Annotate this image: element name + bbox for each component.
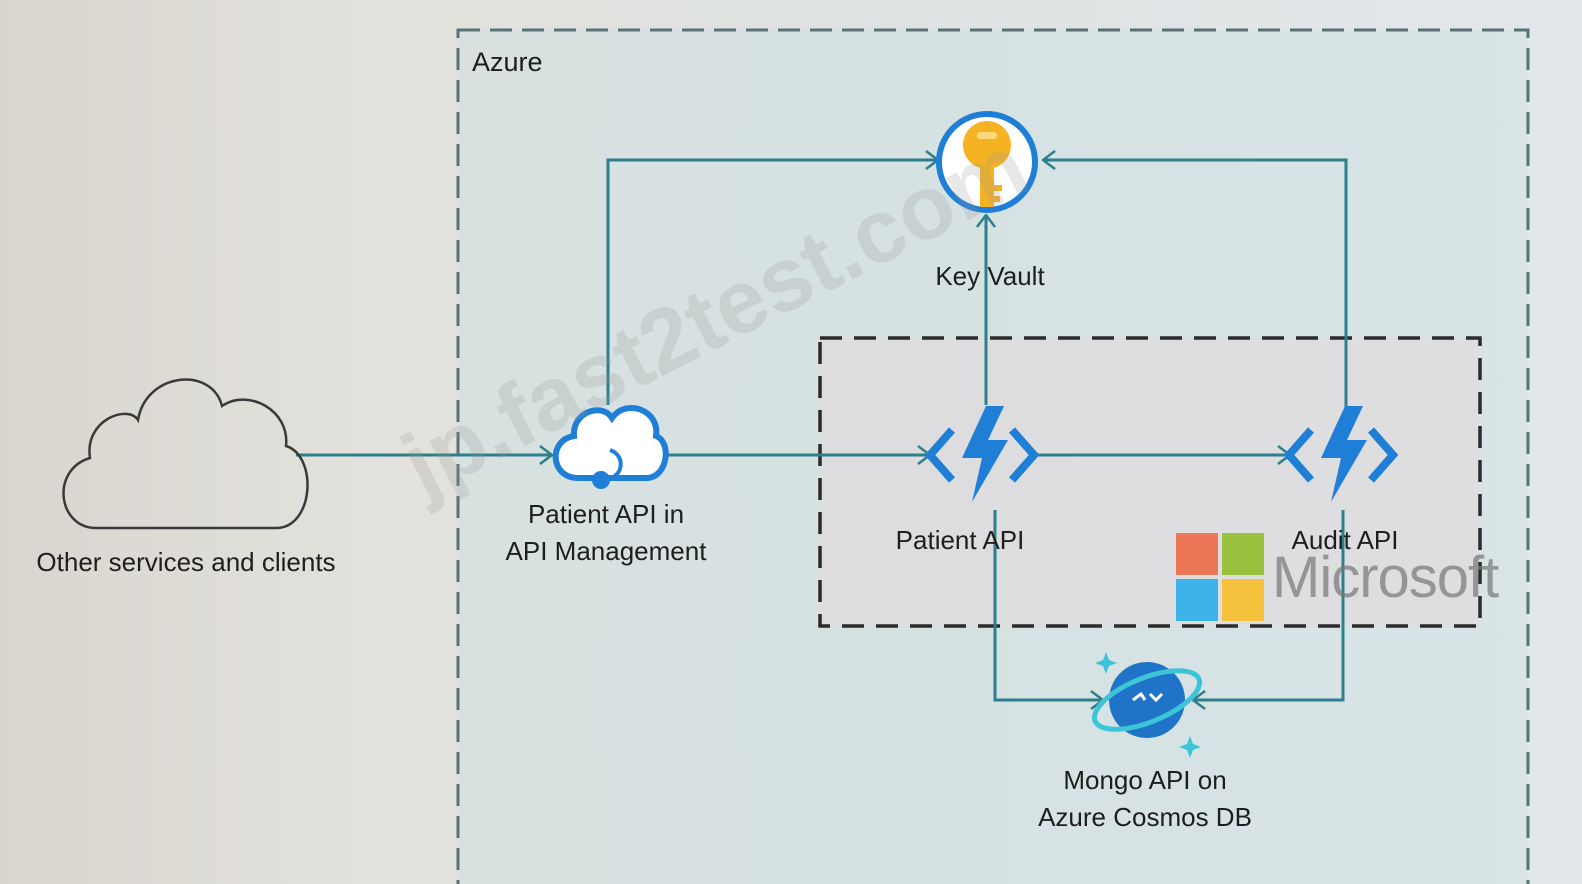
connector-audit-to-cosmos: [1193, 510, 1345, 700]
logo-square-green: [1222, 533, 1264, 575]
patient-function-icon: [924, 406, 1040, 502]
logo-square-red: [1176, 533, 1218, 575]
api-management-label-line-2: API Management: [505, 536, 707, 566]
connector-patient-to-cosmos: [993, 510, 1103, 700]
connector-apim-to-keyvault: [606, 160, 938, 405]
functions-boundary: [818, 336, 1482, 628]
cosmos-db-label-line-2: Azure Cosmos DB: [1038, 802, 1252, 832]
api-management-label: Patient API in API Management: [506, 496, 707, 570]
api-management-icon: [552, 405, 669, 489]
audit-function-icon: [1283, 406, 1399, 502]
logo-square-yellow: [1222, 579, 1264, 621]
cloud-icon: [62, 378, 309, 530]
cosmos-db-label: Mongo API on Azure Cosmos DB: [1038, 762, 1252, 836]
audit-api-label: Audit API: [1291, 525, 1399, 555]
azure-boundary-label: Azure: [472, 47, 543, 77]
microsoft-logo: Microsoft: [1176, 533, 1499, 621]
clients-label: Other services and clients: [36, 547, 336, 577]
microsoft-logo-squares: [1176, 533, 1264, 621]
key-vault-icon: [936, 111, 1038, 213]
logo-square-blue: [1176, 579, 1218, 621]
cosmos-db-label-line-1: Mongo API on: [1063, 765, 1227, 795]
patient-api-label: Patient API: [895, 525, 1025, 555]
connector-audit-to-keyvault: [1043, 160, 1348, 410]
microsoft-logo-text: Microsoft: [1272, 544, 1499, 610]
cosmos-db-icon: [1091, 652, 1203, 758]
key-vault-label: Key Vault: [935, 261, 1045, 291]
api-management-label-line-1: Patient API in: [527, 499, 685, 529]
